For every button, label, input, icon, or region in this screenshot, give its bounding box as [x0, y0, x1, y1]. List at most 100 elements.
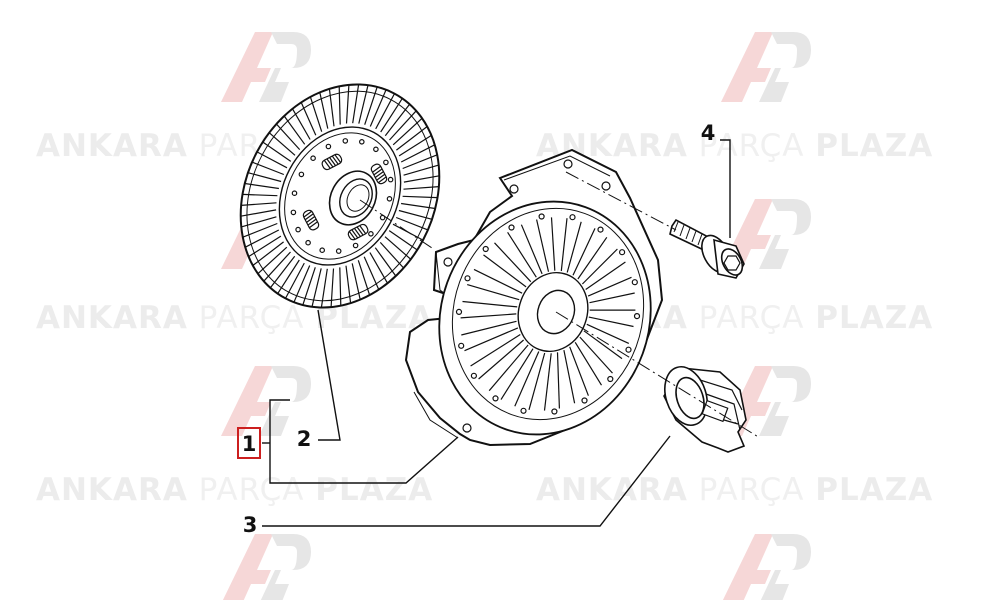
diaphragm-finger	[588, 316, 634, 328]
diaphragm-finger	[467, 284, 520, 301]
friction-groove	[363, 256, 380, 290]
friction-groove	[403, 175, 440, 183]
finger-slot	[551, 408, 558, 415]
friction-groove	[380, 98, 403, 133]
friction-groove	[400, 144, 435, 163]
diaphragm-finger	[500, 348, 534, 400]
friction-groove	[268, 132, 296, 156]
friction-groove	[277, 259, 300, 294]
diaphragm-finger	[461, 320, 517, 336]
finger-slot	[538, 213, 545, 220]
diaphragm-finger	[574, 341, 603, 386]
diaphragm-finger	[579, 336, 613, 374]
friction-groove	[328, 88, 335, 127]
finger-slot	[569, 214, 576, 221]
center-axis-line	[359, 171, 761, 439]
friction-groove	[402, 154, 438, 170]
friction-groove	[339, 267, 342, 306]
friction-groove	[284, 262, 305, 299]
friction-groove	[256, 151, 288, 169]
finger-slot	[482, 245, 489, 253]
friction-groove	[309, 96, 323, 132]
diaphragm-finger	[556, 352, 560, 409]
rivet-hole	[290, 209, 297, 216]
rivet-hole	[352, 242, 359, 249]
finger-slot	[520, 407, 527, 414]
friction-groove	[241, 216, 277, 228]
finger-slot	[618, 249, 626, 256]
watermark-text: ANKARA PARÇA PLAZA	[536, 128, 934, 164]
finger-slot	[631, 279, 638, 286]
finger-slot	[492, 395, 499, 402]
diaphragm-finger	[520, 224, 543, 275]
friction-groove	[257, 246, 288, 275]
diaphragm-finger	[587, 276, 632, 297]
friction-groove	[330, 268, 335, 308]
rivet-hole	[383, 159, 389, 166]
friction-groove	[369, 89, 387, 127]
damper-spring	[302, 209, 320, 231]
diaphragm-finger	[589, 292, 635, 304]
friction-groove	[352, 84, 360, 124]
friction-groove	[242, 193, 278, 197]
clutch-disc	[239, 83, 441, 309]
diaphragm-finger	[528, 352, 546, 410]
diaphragm-finger	[572, 228, 596, 276]
friction-groove	[283, 115, 306, 145]
friction-groove	[251, 161, 285, 176]
friction-groove	[351, 263, 361, 300]
diaphragm-finger	[566, 221, 582, 273]
friction-groove	[379, 241, 405, 269]
callout-label-2[interactable]: 2	[297, 427, 312, 451]
friction-groove	[384, 103, 411, 137]
friction-groove	[293, 265, 311, 303]
friction-groove	[311, 268, 322, 307]
diaphragm-finger	[464, 327, 519, 352]
watermark-logo-icon	[221, 366, 311, 436]
diaphragm-finger	[473, 268, 523, 294]
friction-groove	[275, 123, 301, 151]
friction-groove	[375, 93, 396, 130]
diaphragm-finger	[470, 333, 521, 367]
friction-groove	[403, 164, 439, 176]
callout-label-3[interactable]: 3	[243, 513, 258, 537]
diaphragm-finger	[507, 231, 537, 278]
damper-spring	[321, 153, 343, 171]
pressure-plate	[404, 148, 664, 447]
friction-groove	[357, 260, 371, 296]
friction-groove	[241, 202, 277, 206]
finger-slot	[458, 342, 465, 349]
rivet-hole	[310, 155, 316, 162]
friction-groove	[384, 236, 412, 260]
finger-slot	[455, 308, 463, 315]
diaphragm-finger	[585, 261, 626, 290]
watermark-logo-icon	[222, 534, 311, 600]
rivet-hole	[298, 171, 305, 178]
friction-groove	[402, 195, 438, 199]
friction-groove	[240, 209, 277, 217]
finger-slot	[581, 397, 588, 404]
friction-groove	[338, 86, 341, 125]
friction-groove	[302, 267, 316, 306]
diaphragm-finger	[569, 346, 589, 396]
damper-spring	[347, 223, 369, 241]
friction-groove	[252, 241, 284, 266]
friction-groove	[398, 134, 432, 157]
callout-label-4[interactable]: 4	[701, 121, 716, 145]
diaphragm-finger	[536, 219, 550, 272]
release-bearing	[663, 366, 747, 453]
friction-groove	[392, 117, 423, 146]
rivet-hole	[335, 248, 342, 254]
friction-groove	[374, 247, 397, 277]
callout-label-1[interactable]: 1	[242, 432, 257, 456]
friction-groove	[401, 202, 436, 210]
diaphragm-finger	[550, 217, 556, 271]
friction-groove	[389, 110, 417, 141]
friction-groove	[247, 172, 282, 183]
friction-groove	[403, 186, 439, 190]
friction-groove	[358, 85, 369, 124]
friction-groove	[300, 102, 317, 136]
diaphragm-finger	[478, 339, 524, 380]
leader-lines	[262, 139, 731, 527]
